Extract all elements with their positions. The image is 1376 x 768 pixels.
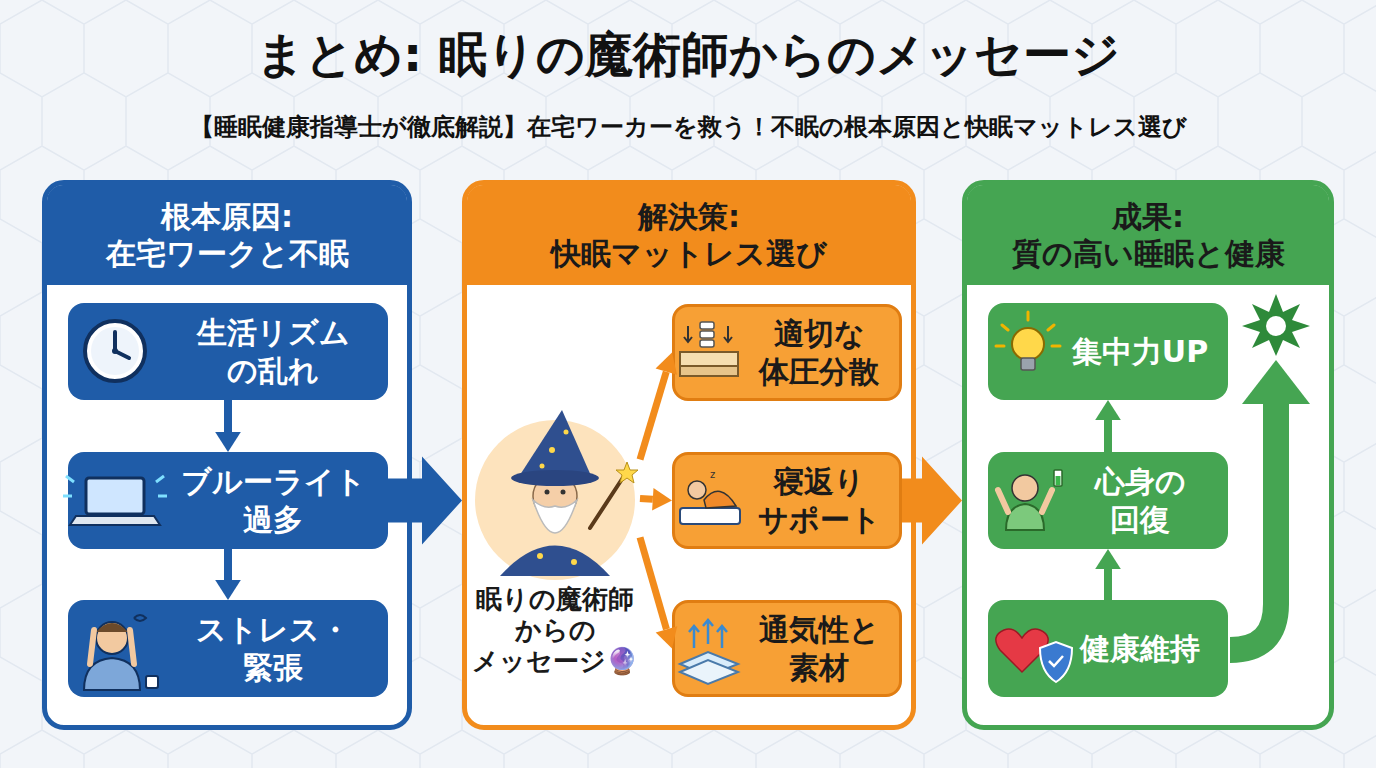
svg-text:z: z xyxy=(710,469,715,480)
step-box: 寝返り サポート xyxy=(672,452,902,549)
step-box: ストレス・ 緊張 xyxy=(68,600,388,697)
arrow-shaft xyxy=(640,537,666,629)
big-arrow xyxy=(902,457,962,545)
arrow-shaft xyxy=(1104,420,1112,452)
arrow-shaft xyxy=(224,400,232,432)
box-label: 適切な 体圧分散 xyxy=(754,315,884,390)
wizard-message: 眠りの魔術師 からの メッセージ🔮 xyxy=(470,584,640,678)
box-label: 通気性と 素材 xyxy=(754,611,884,686)
diagram-title: まとめ: 眠りの魔術師からのメッセージ xyxy=(0,26,1376,84)
arrow-head xyxy=(215,580,241,600)
arrow-shaft xyxy=(224,549,232,580)
arrow-head xyxy=(656,353,677,375)
arrow-head xyxy=(656,626,678,648)
panel-header: 解決策: 快眠マットレス選び xyxy=(467,185,911,285)
lightbulb-icon xyxy=(996,312,1060,370)
connector xyxy=(640,537,677,648)
laptop-icon xyxy=(63,476,167,525)
box-label: ストレス・ 緊張 xyxy=(178,611,368,686)
arrow-head xyxy=(652,488,672,510)
arrow-shaft xyxy=(640,495,653,503)
box-label: 寝返り サポート xyxy=(754,463,884,538)
category-panel: 成果: 質の高い睡眠と健康集中力UP 心身の 回復健康維持 xyxy=(962,180,1334,730)
connector xyxy=(902,457,962,545)
energetic-person-icon xyxy=(998,470,1062,530)
connector xyxy=(1095,400,1121,452)
panel-header: 根本原因: 在宅ワークと不眠 xyxy=(47,185,407,285)
box-label: 生活リズム の乱れ xyxy=(178,314,368,389)
connector xyxy=(215,400,241,452)
arrow-shaft xyxy=(1104,569,1112,600)
connector xyxy=(388,457,462,545)
stressed-person-icon xyxy=(84,615,158,690)
clock-icon xyxy=(85,321,145,381)
wizard-illustration xyxy=(475,410,638,580)
connector xyxy=(640,488,672,510)
breathable-layers-icon xyxy=(680,620,738,684)
sleeping-person-icon: z xyxy=(680,469,740,524)
step-box: 生活リズム の乱れ xyxy=(68,303,388,400)
arrow-head xyxy=(1095,400,1121,420)
arrow-head xyxy=(1095,549,1121,569)
box-label: 心身の 回復 xyxy=(1085,463,1195,538)
subtitle: 【睡眠健康指導士が徹底解説】在宅ワーカーを救う！不眠の根本原因と快眠マットレス選… xyxy=(0,113,1376,142)
category-panel: 解決策: 快眠マットレス選び眠りの魔術師 からの メッセージ🔮 適切な 体圧分散寝… xyxy=(462,180,916,730)
box-label: 健康維持 xyxy=(1080,630,1200,668)
step-box: 適切な 体圧分散 xyxy=(672,304,902,401)
category-panel: 根本原因: 在宅ワークと不眠生活リズム の乱れブルーライト 過多ストレス・ 緊張 xyxy=(42,180,412,730)
step-box: 健康維持 xyxy=(988,600,1228,697)
body-pressure-icon xyxy=(680,322,738,376)
box-label: ブルーライト 過多 xyxy=(178,463,368,538)
step-box: 通気性と 素材 xyxy=(672,600,902,697)
step-box: 心身の 回復 xyxy=(988,452,1228,549)
step-box: 集中力UP xyxy=(988,303,1228,400)
step-box: ブルーライト 過多 xyxy=(68,452,388,549)
heart-shield-icon xyxy=(996,629,1072,682)
connector xyxy=(1095,549,1121,600)
wizard-node: 眠りの魔術師 からの メッセージ🔮 xyxy=(470,418,640,678)
box-label: 集中力UP xyxy=(1072,333,1208,371)
connector xyxy=(215,549,241,600)
connector xyxy=(640,353,677,460)
arrow-shaft xyxy=(640,372,666,460)
growth-arrow xyxy=(1230,360,1310,650)
big-arrow xyxy=(388,457,462,545)
panel-header: 成果: 質の高い睡眠と健康 xyxy=(967,185,1329,285)
burst-icon xyxy=(1242,294,1310,356)
arrow-head xyxy=(215,432,241,452)
